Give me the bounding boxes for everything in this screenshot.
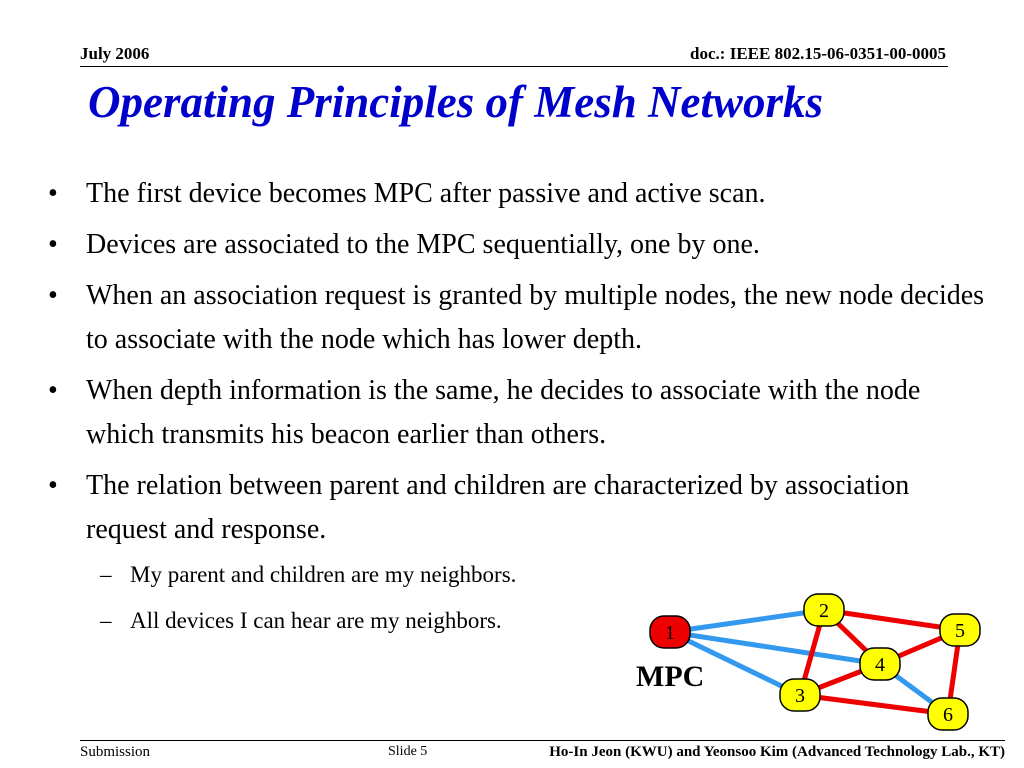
header-doc-id: doc.: IEEE 802.15-06-0351-00-0005: [690, 44, 946, 63]
footer-authors: Ho-In Jeon (KWU) and Yeonsoo Kim (Advanc…: [549, 744, 1005, 760]
footer-rule: [80, 740, 1005, 741]
node-label: 3: [795, 685, 805, 707]
footer-slide-number: Slide 5: [388, 744, 428, 759]
node-3: 3: [779, 678, 821, 712]
link-3-6: [799, 692, 949, 717]
bullet-item: • The first device becomes MPC after pass…: [48, 172, 988, 216]
bullet-text: Devices are associated to the MPC sequen…: [86, 229, 760, 260]
sub-bullet-dash: –: [100, 608, 112, 633]
bullet-text: When an association request is granted b…: [86, 280, 985, 355]
bullet-text: The first device becomes MPC after passi…: [86, 178, 766, 209]
footer-submission: Submission: [80, 744, 151, 760]
bullet-dot: •: [48, 280, 58, 311]
node-label: 4: [875, 654, 885, 676]
sub-bullet-dash: –: [100, 562, 112, 587]
bullet-text: The relation between parent and children…: [86, 470, 910, 545]
bullet-dot: •: [48, 375, 58, 406]
sub-bullet-text: All devices I can hear are my neighbors.: [130, 608, 502, 633]
link-4-3: [799, 661, 881, 698]
header-rule: [80, 66, 948, 67]
bullet-list: • The first device becomes MPC after pass…: [48, 172, 988, 644]
bullet-dot: •: [48, 470, 58, 501]
sub-bullet-item: –All devices I can hear are my neighbors…: [86, 598, 988, 644]
slide-title: Operating Principles of Mesh Networks: [88, 77, 824, 127]
bullet-item: • Devices are associated to the MPC seque…: [48, 223, 988, 267]
link-4-6: [878, 661, 950, 717]
node-shape: [779, 678, 821, 712]
sub-bullet-list: –My parent and children are my neighbors…: [86, 552, 988, 644]
bullet-text: When depth information is the same, he d…: [86, 375, 921, 450]
bullet-dot: •: [48, 229, 58, 260]
node-shape: [859, 647, 901, 681]
node-4: 4: [859, 647, 901, 681]
bullet-dot: •: [48, 178, 58, 209]
node-6: 6: [927, 697, 969, 731]
sub-bullet-item: –My parent and children are my neighbors…: [86, 552, 988, 598]
bullet-item: • The relation between parent and childre…: [48, 464, 988, 644]
sub-bullet-text: My parent and children are my neighbors.: [130, 562, 517, 587]
node-label: 6: [943, 704, 953, 726]
mpc-label: MPC: [636, 660, 705, 693]
node-shape: [927, 697, 969, 731]
header-date: July 2006: [80, 44, 150, 63]
bullet-item: • When depth information is the same, he …: [48, 369, 988, 457]
bullet-item: • When an association request is granted …: [48, 274, 988, 362]
